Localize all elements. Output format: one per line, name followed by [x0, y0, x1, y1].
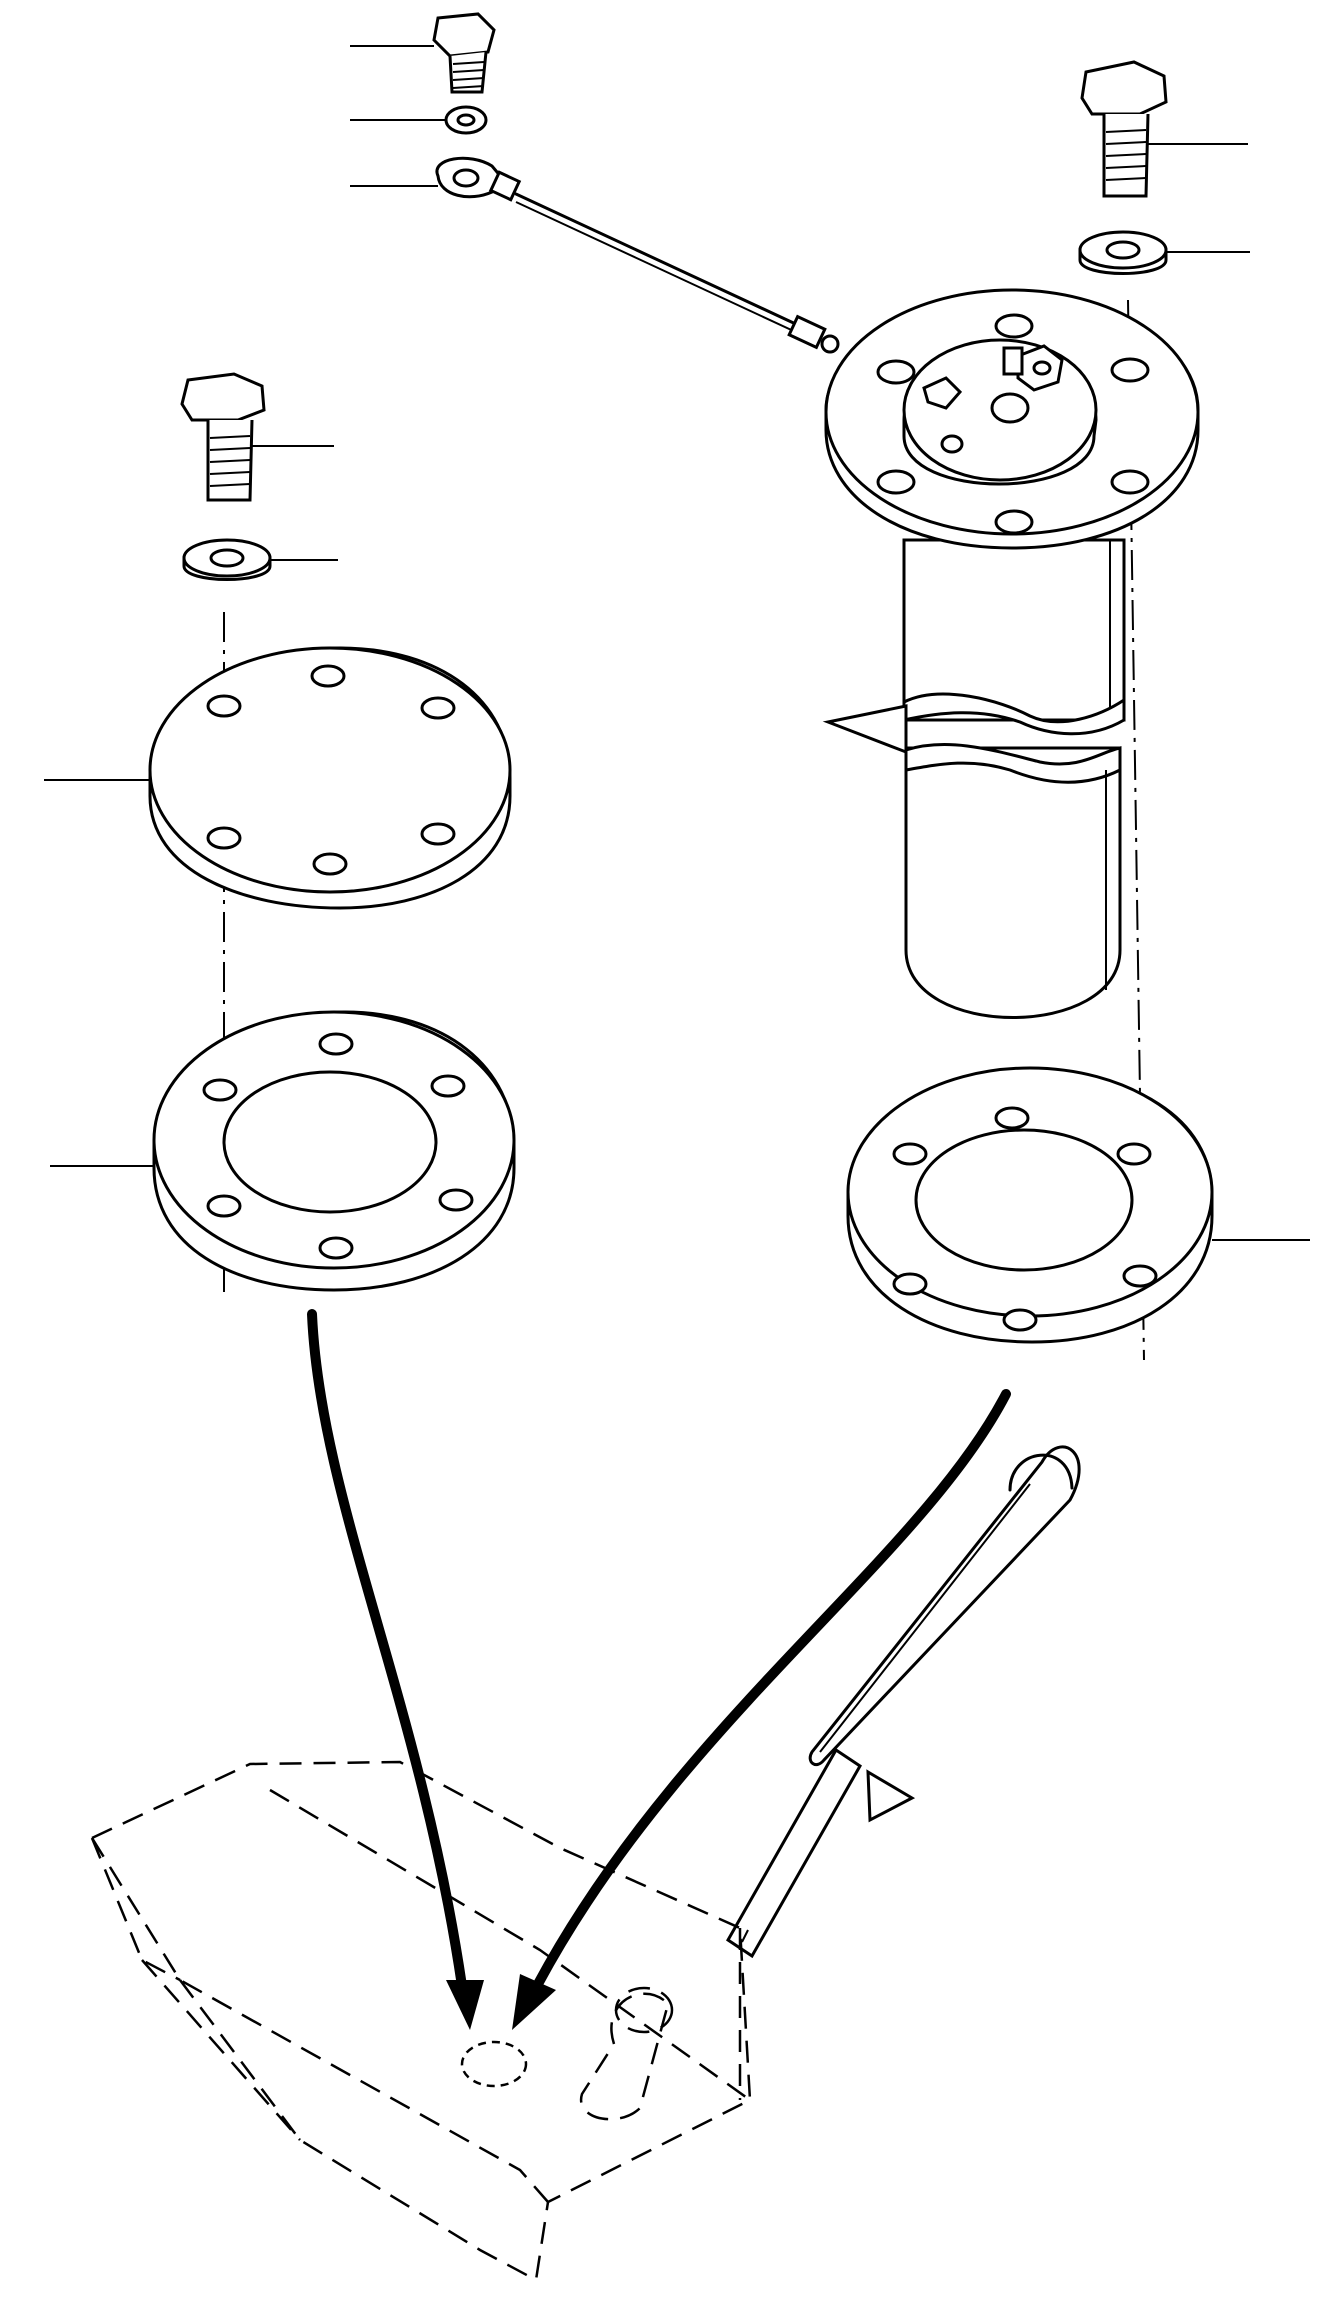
cover-plate-washer — [182, 538, 272, 581]
sender-unit-washer — [1078, 230, 1168, 275]
right-assembly-arrow — [512, 1389, 1011, 2030]
cover-plate-bolt — [180, 372, 266, 502]
ground-strap-bolt — [432, 12, 496, 94]
retaining-clip — [726, 1445, 1081, 1959]
blanking-cover-plate — [148, 646, 512, 910]
fuel-tank-sender-unit — [822, 288, 1200, 1019]
ground-strap-lock-washer — [444, 105, 488, 135]
right-flange-gasket — [846, 1066, 1214, 1344]
left-assembly-arrow — [307, 1309, 484, 2030]
left-flange-gasket — [152, 1010, 516, 1292]
ground-strap — [435, 156, 840, 354]
fuel-tank-outline — [90, 1760, 752, 2282]
sender-unit-bolt — [1080, 60, 1168, 198]
